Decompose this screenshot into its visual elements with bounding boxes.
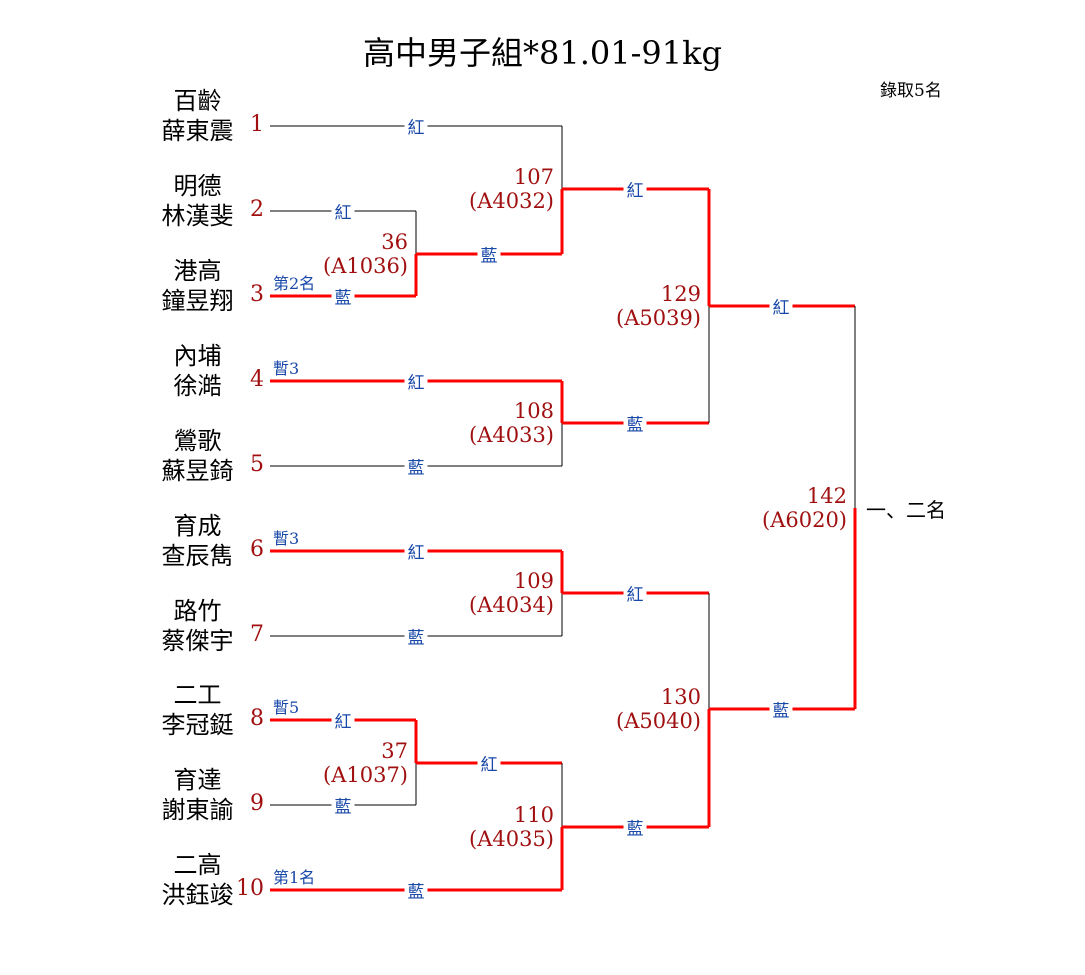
corner-label: 紅: [769, 293, 793, 319]
match-number: 37: [381, 739, 408, 763]
player-name: 查辰雋: [161, 542, 234, 570]
seed-number: 4: [250, 367, 264, 392]
school-name: 路竹: [173, 597, 222, 625]
player-entry: 育成查辰雋: [140, 511, 255, 571]
seed-number: 3: [250, 282, 264, 307]
placement-tag: 暫3: [273, 529, 300, 548]
seed-number: 7: [250, 622, 264, 647]
school-name: 二工: [173, 681, 222, 709]
school-name: 明德: [173, 172, 222, 200]
school-name: 二高: [173, 851, 222, 879]
corner-label: 藍: [404, 623, 428, 649]
player-name: 林漢斐: [161, 202, 234, 230]
match-code: (A4032): [469, 189, 554, 213]
match-code: (A4035): [469, 827, 554, 851]
school-name: 育成: [173, 512, 222, 540]
seed-number: 9: [250, 791, 264, 816]
match-code: (A4033): [469, 423, 554, 447]
corner-label: 藍: [404, 453, 428, 479]
placement-tag: 暫3: [273, 359, 300, 378]
school-name: 育達: [173, 766, 222, 794]
player-name: 洪鈺竣: [161, 881, 234, 909]
player-name: 鐘昱翔: [161, 287, 234, 315]
player-entry: 育達謝東諭: [140, 765, 255, 825]
seed-number: 1: [250, 112, 264, 137]
seed-number: 6: [250, 537, 264, 562]
corner-label: 紅: [404, 113, 428, 139]
match-number: 130: [660, 685, 701, 709]
player-entry: 路竹蔡傑宇: [140, 596, 255, 656]
player-name: 李冠鋌: [161, 711, 234, 739]
match-code: (A1036): [323, 254, 408, 278]
match-number: 107: [513, 165, 554, 189]
match-code: (A4034): [469, 593, 554, 617]
corner-label: 紅: [623, 176, 647, 202]
seed-number: 2: [250, 197, 264, 222]
final-label: 一、二名: [866, 498, 946, 522]
school-name: 內埔: [173, 342, 222, 370]
player-entry: 二工李冠鋌: [140, 680, 255, 740]
match-number: 142: [806, 484, 847, 508]
player-entry: 內埔徐澔: [140, 341, 255, 401]
seed-number: 8: [250, 706, 264, 731]
placement-tag: 第1名: [273, 868, 316, 887]
placement-tag: 第2名: [273, 274, 316, 293]
school-name: 鶯歌: [173, 427, 222, 455]
match-code: (A5040): [616, 709, 701, 733]
corner-label: 藍: [623, 410, 647, 436]
corner-label: 紅: [331, 707, 355, 733]
corner-label: 藍: [331, 283, 355, 309]
player-entry: 港高鐘昱翔: [140, 256, 255, 316]
player-entry: 鶯歌蘇昱錡: [140, 426, 255, 486]
seed-number: 10: [236, 876, 264, 901]
player-name: 蘇昱錡: [161, 457, 234, 485]
corner-label: 藍: [623, 814, 647, 840]
quota-label: 錄取5名: [880, 81, 942, 101]
player-entry: 二高洪鈺竣: [140, 850, 255, 910]
player-name: 徐澔: [173, 372, 222, 400]
page-title: 高中男子組*81.01-91kg: [362, 34, 723, 72]
corner-label: 藍: [769, 696, 793, 722]
match-number: 108: [513, 399, 554, 423]
player-name: 蔡傑宇: [161, 627, 234, 655]
school-name: 港高: [173, 257, 222, 285]
match-number: 110: [513, 803, 554, 827]
corner-label: 紅: [477, 750, 501, 776]
player-name: 薛東震: [161, 117, 234, 145]
player-entry: 明德林漢斐: [140, 171, 255, 231]
corner-label: 紅: [404, 538, 428, 564]
seed-number: 5: [250, 452, 264, 477]
corner-label: 藍: [404, 877, 428, 903]
match-number: 129: [660, 282, 701, 306]
match-code: (A5039): [616, 306, 701, 330]
placement-tag: 暫5: [273, 698, 300, 717]
match-code: (A6020): [762, 508, 847, 532]
player-entry: 百齡薛東震: [140, 86, 255, 146]
match-number: 36: [381, 230, 408, 254]
player-name: 謝東諭: [161, 796, 234, 824]
school-name: 百齡: [173, 87, 222, 115]
corner-label: 紅: [623, 580, 647, 606]
corner-label: 紅: [404, 368, 428, 394]
match-number: 109: [513, 569, 554, 593]
corner-label: 藍: [331, 792, 355, 818]
match-code: (A1037): [323, 763, 408, 787]
corner-label: 藍: [477, 241, 501, 267]
corner-label: 紅: [331, 198, 355, 224]
